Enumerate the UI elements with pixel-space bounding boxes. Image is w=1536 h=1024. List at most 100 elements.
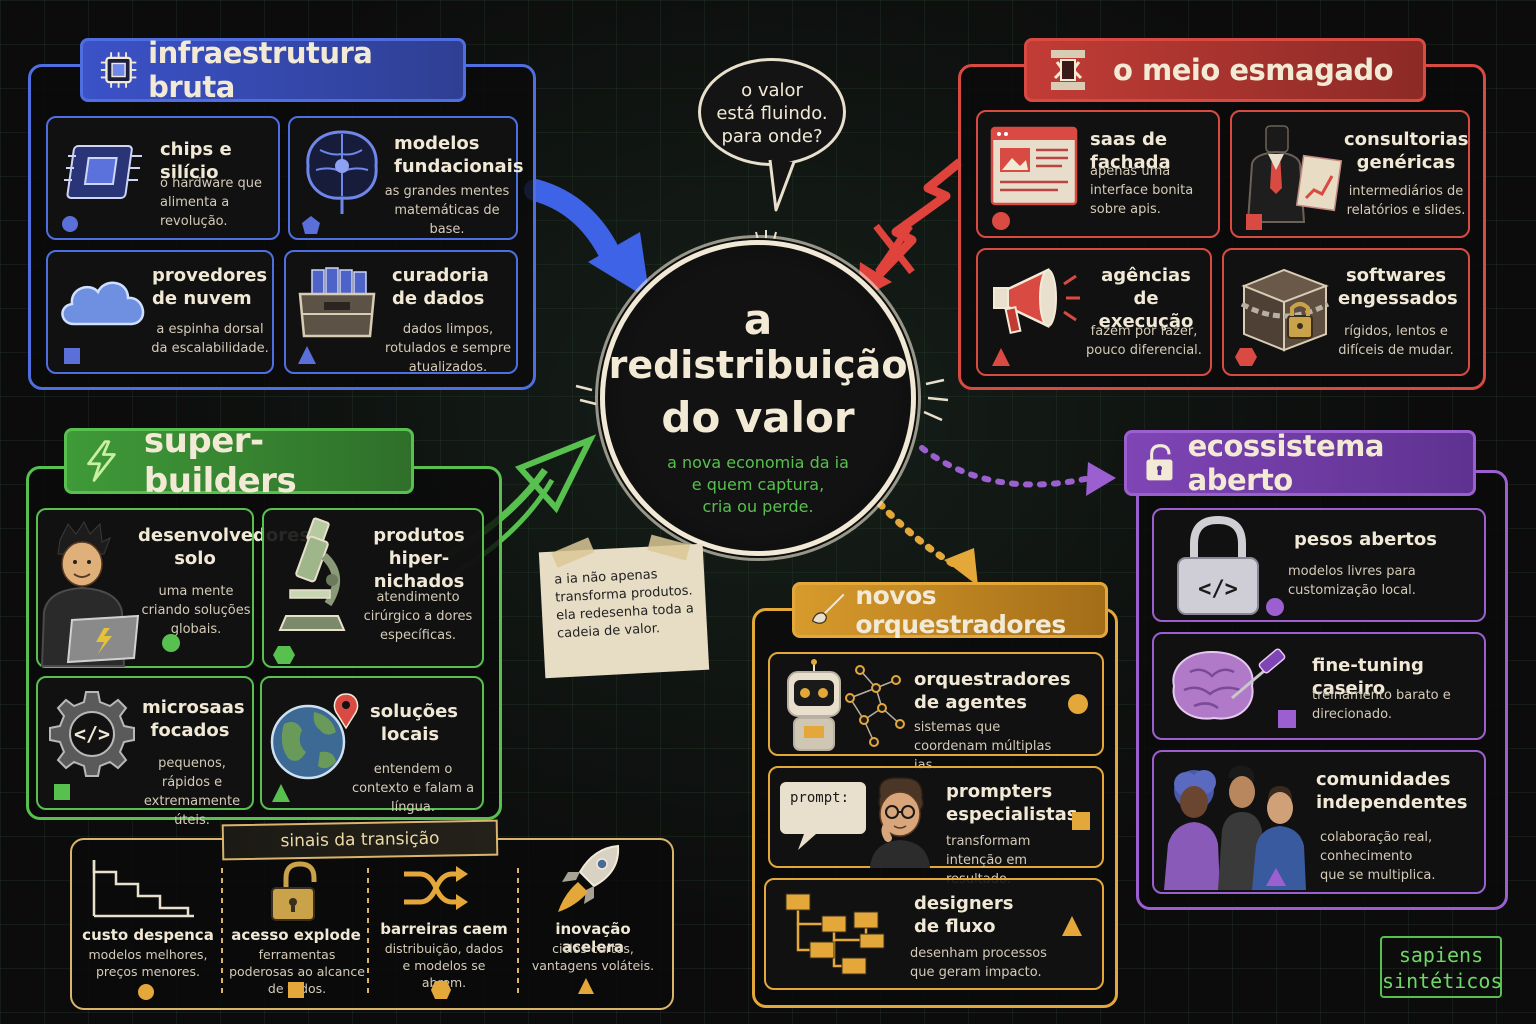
center-title-line-3: do valor: [661, 393, 855, 442]
section-title-text: o meio esmagado: [1113, 53, 1394, 87]
center-subtitle-line-2: e quem captura,: [691, 475, 825, 494]
signal-title: custo despenca: [82, 926, 214, 944]
card-desc: apenas uma interface bonita sobre apis.: [1090, 164, 1194, 217]
card-title: pesos abertos: [1294, 529, 1437, 550]
brain-network-icon: [306, 130, 378, 214]
section-super-builders-title: super-builders: [64, 421, 414, 501]
circle-marker: [992, 212, 1010, 230]
section-title-text: infraestrutura bruta: [148, 36, 373, 104]
center-title-line-2: redistribuição: [608, 343, 908, 387]
data-crate-icon: [298, 267, 376, 338]
card-consultorias: consultorias genéricas intermediários de…: [1230, 110, 1470, 238]
card-desc: as grandes mentes matemáticas de base.: [384, 184, 510, 237]
card-title: agências de execução: [1098, 265, 1194, 332]
speech-bubble: o valor está fluindo. para onde?: [698, 58, 846, 166]
signal-desc: ciclos curtos, vantagens voláteis.: [531, 941, 655, 973]
card-title: provedores de nuvem: [152, 265, 268, 309]
prompt-person-icon: [798, 777, 930, 868]
card-title: orquestradores de agentes: [914, 669, 1071, 713]
section-infraestrutura-title: infraestrutura bruta: [80, 36, 466, 104]
prompt-speech-box: prompt:: [780, 782, 866, 834]
card-title: produtos hiper-nichados: [373, 525, 465, 592]
center-title-line-1: a: [743, 295, 773, 344]
card-title: modelos fundacionais: [394, 133, 524, 177]
card-desc: entendem o contexto e falam a língua.: [351, 762, 475, 815]
card-chips: chips e silício o hardware que alimenta …: [46, 116, 280, 240]
triangle-marker: [298, 346, 316, 364]
lightning-icon: [87, 440, 116, 482]
triangle-marker: [578, 978, 594, 994]
open-lock-icon: [1146, 444, 1173, 481]
card-orquestradores-agentes: orquestradores de agentes sistemas que c…: [768, 652, 1104, 773]
orange-arrowhead: [944, 548, 978, 586]
square-marker: [1246, 214, 1262, 230]
shuffle-icon: [404, 866, 468, 910]
center-subtitle-line-3: cria ou perde.: [702, 497, 814, 516]
square-marker: [1278, 710, 1296, 728]
globe-pin-icon: [270, 693, 359, 780]
card-modelos-fundacionais: modelos fundacionais as grandes mentes m…: [288, 116, 524, 240]
card-title: curadoria de dados: [392, 265, 489, 309]
card-desenvolvedores-solo: desenvolvedores solo uma mente criando s…: [36, 508, 310, 668]
section-title-text: novos orquestradores: [855, 581, 1066, 639]
card-title: designers de fluxo: [914, 893, 1014, 937]
brand-line-2: sintéticos: [1382, 969, 1503, 993]
locked-box-icon: [1240, 268, 1330, 352]
crushed-vise-icon: [1051, 50, 1085, 90]
code-gear-icon: </>: [49, 691, 135, 777]
card-agencias: agências de execução fazem por fazer, po…: [976, 248, 1212, 376]
bubble-line-3: para onde?: [721, 126, 823, 147]
green-arrowhead: [514, 434, 597, 514]
square-marker: [288, 982, 304, 998]
cloud-icon: [61, 281, 145, 326]
triangle-marker: [1266, 868, 1286, 886]
bubble-line-1: o valor: [741, 80, 803, 101]
square-marker: [54, 784, 70, 800]
card-provedores-nuvem: provedores de nuvem a espinha dorsal da …: [46, 250, 274, 374]
hexagon-marker: [431, 981, 451, 999]
svg-text:</>: </>: [1198, 577, 1238, 602]
brand-logo: sapiens sintéticos: [1380, 936, 1502, 998]
card-comunidades: comunidades independentes colaboração re…: [1152, 750, 1486, 894]
triangle-marker: [1062, 916, 1082, 936]
card-desc: colaboração real, conhecimento que se mu…: [1320, 830, 1436, 883]
card-desc: dados limpos, rotulados e sempre atualiz…: [385, 322, 511, 375]
signal-title: acesso explode: [231, 926, 361, 944]
consultant-icon: [1246, 125, 1343, 223]
code-lock-icon: </>: [1177, 515, 1259, 615]
card-curadoria-dados: curadoria de dados dados limpos, rotulad…: [284, 250, 518, 375]
brand-line-1: sapiens: [1398, 943, 1484, 967]
central-concept: a redistribuição do valor a nova economi…: [600, 240, 916, 556]
card-prompters: prompt: prompters especialistas transfor…: [768, 766, 1104, 887]
circle-marker: [138, 984, 154, 1000]
brain-screwdriver-icon: [1172, 648, 1286, 720]
card-desc: uma mente criando soluções globais.: [141, 584, 251, 637]
card-title: soluções locais: [370, 701, 459, 745]
card-title: chips e silício: [160, 139, 232, 183]
bubble-tail: [768, 159, 796, 212]
signal-desc: modelos melhores, preços menores.: [88, 947, 208, 979]
card-desc: intermediários de relatórios e slides.: [1346, 184, 1466, 218]
circle-marker: [62, 216, 78, 232]
conductor-baton-icon: [811, 593, 845, 624]
card-title: saas de fachada: [1090, 129, 1171, 173]
bubble-line-2: está fluindo.: [716, 103, 828, 124]
card-title: consultorias genéricas: [1344, 129, 1469, 173]
center-subtitle-line-1: a nova economia da ia: [667, 453, 849, 472]
card-title: fine-tuning caseiro: [1312, 655, 1424, 699]
card-pesos-abertos: </> pesos abertos modelos livres para cu…: [1152, 508, 1486, 622]
card-desc: modelos livres para customização local.: [1288, 564, 1416, 598]
svg-text:</>: </>: [74, 722, 110, 746]
circle-marker: [1266, 598, 1284, 616]
card-desc: treinamento barato e direcionado.: [1312, 688, 1451, 722]
card-produtos-hiper-nichados: produtos hiper-nichados atendimento cirú…: [262, 508, 484, 668]
community-icon: [1164, 765, 1306, 890]
hexagon-marker: [273, 646, 295, 664]
red-lightning-arrow: [868, 158, 963, 286]
card-desc: desenham processos que geram impacto.: [910, 946, 1047, 980]
section-title-text: super-builders: [143, 421, 297, 501]
microscope-icon: [278, 517, 346, 631]
card-desc: a espinha dorsal da escalabilidade.: [151, 322, 269, 356]
blue-arrowhead: [588, 232, 650, 300]
